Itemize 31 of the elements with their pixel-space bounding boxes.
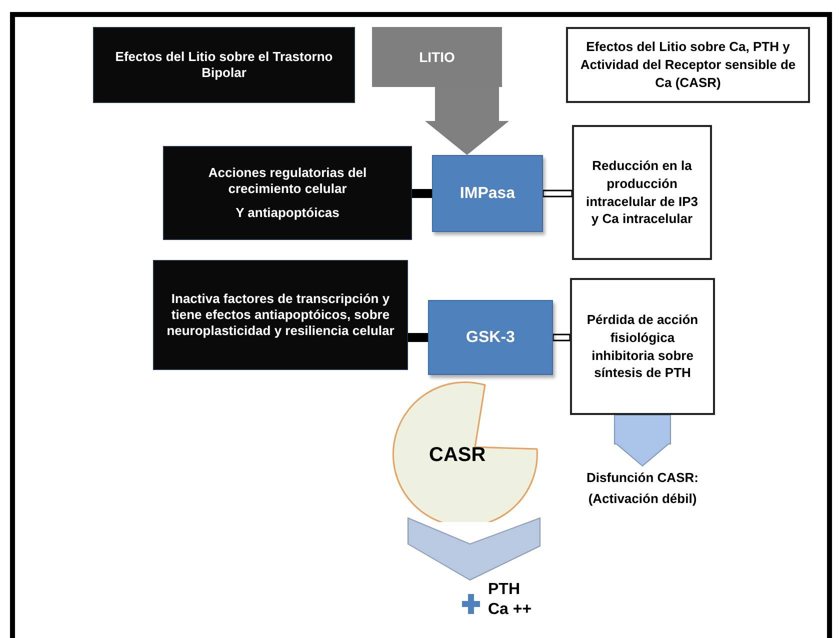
result-text: Ca ++ [488,600,532,620]
effect-box [566,27,810,103]
chevron-arrow [408,517,540,581]
box-text: Inactiva factores de transcripción y tiene efectos antiapoptóicos, sobre neuroplasticidad y resiliencia celular [166,290,395,340]
box-text: IMPasa [460,184,516,204]
block-arrow [614,414,671,467]
result-text: PTH [488,580,521,600]
block-arrow [425,87,509,155]
receptor-label: CASR [429,443,486,468]
result-text: Disfunción CASR: (Activación débil) [586,468,700,508]
box-text: LITIO [419,48,455,66]
box-text: Acciones regulatorias del crecimiento celular [207,164,368,198]
effect-box [93,27,355,103]
box-text: Pérdida de acción fisiológica inhibitoria sobre síntesis de PTH [586,310,700,382]
box-text: Efectos del Litio sobre Ca, PTH y Actividad del Receptor sensible de Ca (CASR) [579,38,797,92]
connector-bar [552,334,571,342]
box-text: Reducción en la producción intracelular de IP3 y Ca intracelular [585,156,699,228]
effect-box [153,260,408,370]
drug-box [372,27,502,87]
enzyme-box [432,155,543,232]
connector-bar [412,189,432,198]
box-text: Efectos del Litio sobre el Trastorno Bipolar [114,48,334,82]
box-text: Y antiapoptóicas [236,205,340,222]
receptor-shape [392,381,538,522]
effect-box [570,278,715,415]
enzyme-box [428,300,553,375]
box-text: GSK-3 [466,328,515,348]
connector-bar [408,333,428,342]
effect-box [572,125,712,260]
connector-bar [542,190,573,198]
effect-box [163,146,412,240]
